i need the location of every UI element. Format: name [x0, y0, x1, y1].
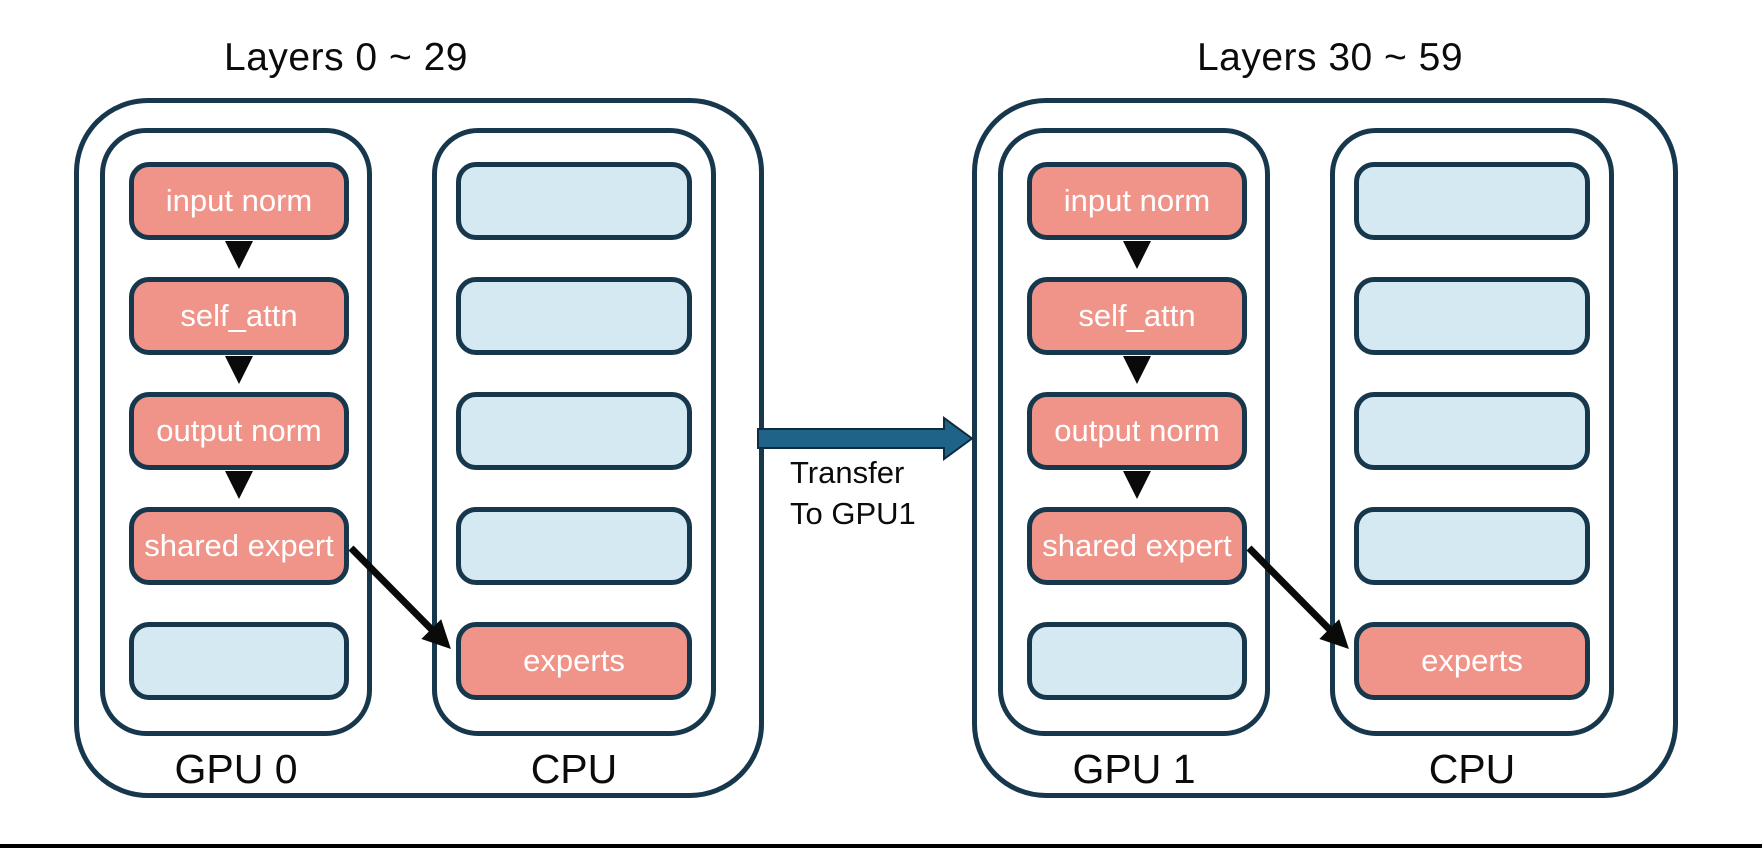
- transfer-label: Transfer To GPU1: [790, 452, 916, 534]
- gpu1-shared-expert-box: shared expert: [1027, 507, 1247, 585]
- cpu-left-experts-box: experts: [456, 622, 692, 700]
- box-label: experts: [523, 643, 625, 678]
- group-outer-container: [972, 98, 1678, 798]
- transfer-label-line1: Transfer: [790, 455, 905, 490]
- gpu1-input-norm-box: input norm: [1027, 162, 1247, 240]
- cpu-right-empty-block-1: [1354, 162, 1590, 240]
- gpu0-input-norm-box: input norm: [129, 162, 349, 240]
- cpu-left-empty-block-1: [456, 162, 692, 240]
- gpu1-self-attn-box: self_attn: [1027, 277, 1247, 355]
- right-group-title: Layers 30 ~ 59: [1196, 36, 1464, 79]
- cpu-right-empty-block-4: [1354, 507, 1590, 585]
- cpu-left-empty-block-2: [456, 277, 692, 355]
- left-group-title: Layers 0 ~ 29: [224, 36, 468, 79]
- cpu-left-empty-block-4: [456, 507, 692, 585]
- box-label: input norm: [165, 183, 313, 218]
- box-label: shared expert: [144, 528, 334, 563]
- cpu-left-empty-block-3: [456, 392, 692, 470]
- cpu-right-empty-block-3: [1354, 392, 1590, 470]
- gpu0-empty-block: [129, 622, 349, 700]
- transfer-label-line2: To GPU1: [790, 496, 916, 531]
- gpu0-shared-expert-box: shared expert: [129, 507, 349, 585]
- box-label: experts: [1421, 643, 1523, 678]
- gpu1-label: GPU 1: [1072, 746, 1196, 792]
- gpu1-empty-block: [1027, 622, 1247, 700]
- box-label: self_attn: [180, 298, 298, 333]
- cpu-left-label: CPU: [530, 746, 618, 792]
- gpu0-label: GPU 0: [174, 746, 298, 792]
- gpu0-output-norm-box: output norm: [129, 392, 349, 470]
- cpu-right-label: CPU: [1428, 746, 1516, 792]
- gpu1-output-norm-box: output norm: [1027, 392, 1247, 470]
- cpu-right-experts-box: experts: [1354, 622, 1590, 700]
- box-label: output norm: [1054, 413, 1220, 448]
- cpu-right-empty-block-2: [1354, 277, 1590, 355]
- gpu0-self-attn-box: self_attn: [129, 277, 349, 355]
- box-label: output norm: [156, 413, 322, 448]
- layer-group-30-59: input norm self_attn output norm shared …: [972, 98, 1678, 798]
- bottom-border-line: [0, 844, 1762, 848]
- box-label: input norm: [1063, 183, 1211, 218]
- layer-group-0-29: input norm self_attn output norm shared …: [74, 98, 764, 798]
- box-label: shared expert: [1042, 528, 1232, 563]
- box-label: self_attn: [1078, 298, 1196, 333]
